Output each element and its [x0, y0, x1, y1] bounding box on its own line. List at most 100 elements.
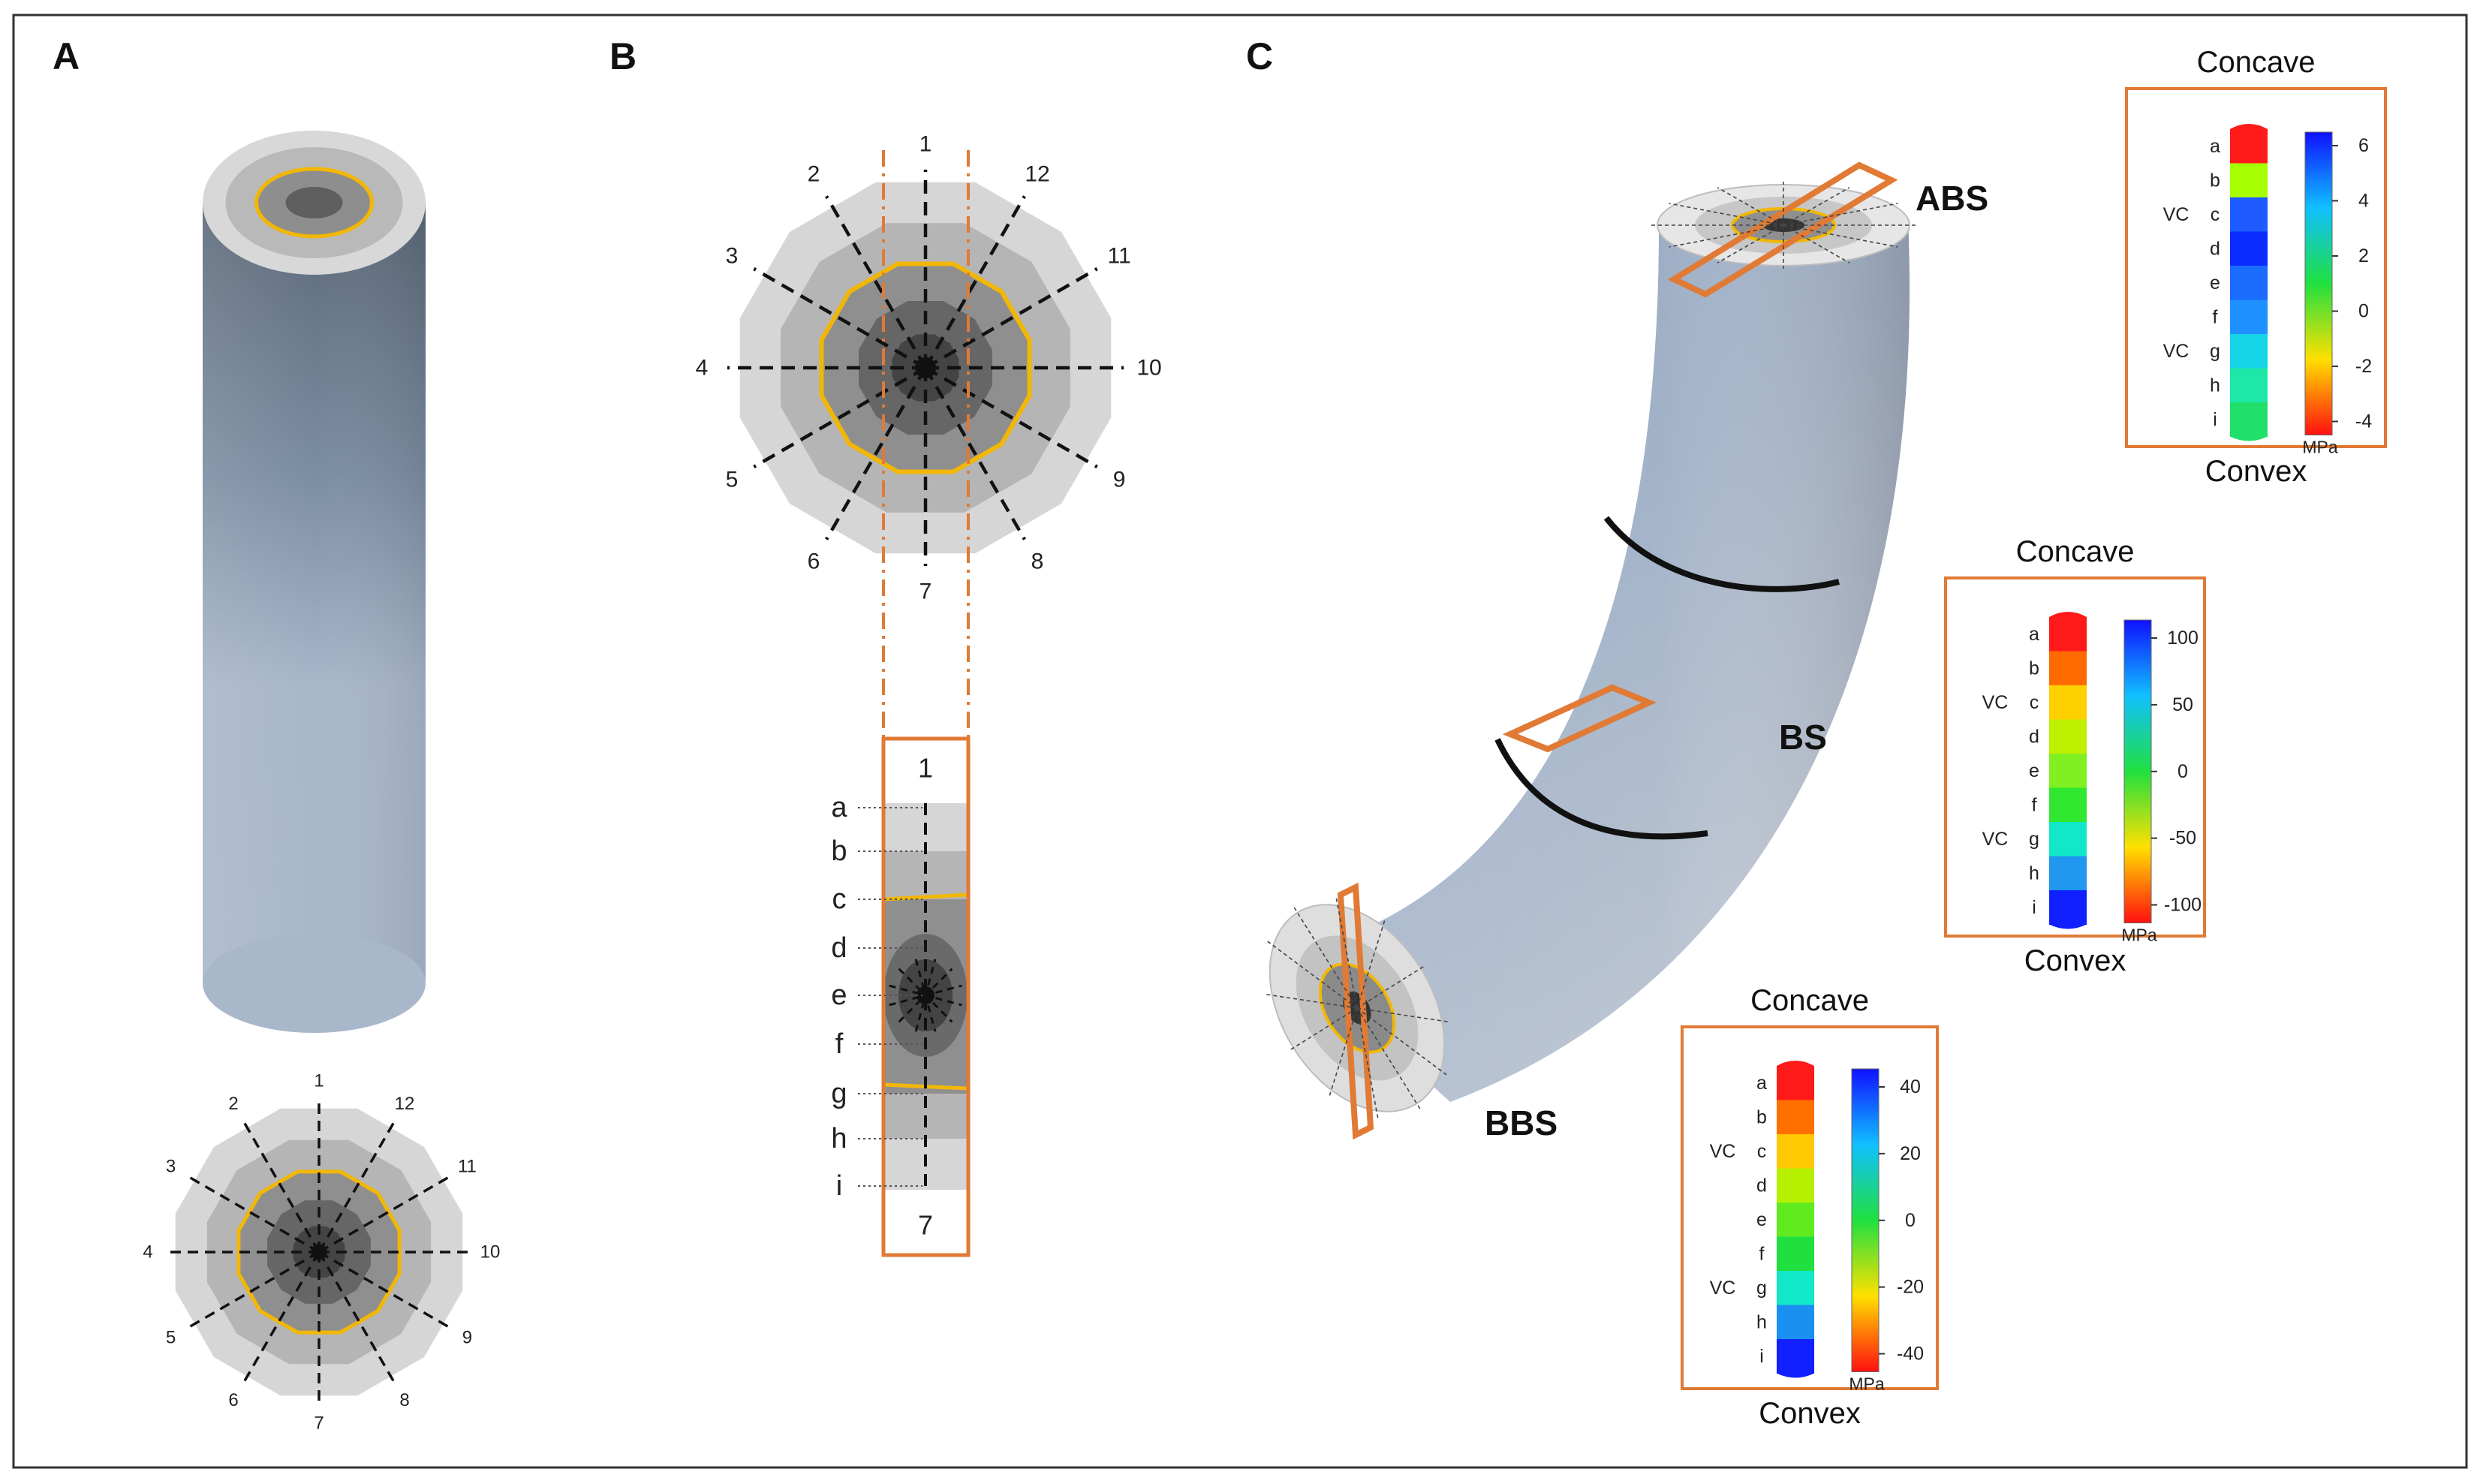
legend-row-label-c: c: [1757, 1141, 1767, 1162]
legend-vc-label: VC: [2163, 341, 2190, 362]
spoke-line-11: [924, 267, 1098, 369]
legend-cell-g: [1777, 1271, 1814, 1305]
legend-cap-top: [2049, 612, 2087, 617]
figure-frame: [12, 14, 2468, 1469]
spoke-line-3: [753, 267, 927, 369]
bbs-spoke-marks: [1266, 898, 1449, 1118]
legend-cell-g: [2230, 334, 2268, 369]
spoke-label-2: 2: [808, 161, 820, 186]
spoke-label-6: 6: [808, 549, 820, 574]
spoke-label-4: 4: [143, 1242, 152, 1263]
spoke-label-1: 1: [919, 132, 932, 157]
end-spoke: [1266, 993, 1358, 1009]
strip-row-label-e: e: [831, 980, 847, 1011]
spoke-line-5: [753, 366, 927, 468]
strip-row-label-c: c: [832, 883, 847, 915]
strip-row-label-g: g: [831, 1078, 847, 1109]
legend-title-convex: Convex: [2205, 455, 2307, 488]
spoke-label-9: 9: [462, 1328, 472, 1348]
legend-row-label-b: b: [1756, 1106, 1767, 1127]
legend-cell-d: [2230, 231, 2268, 266]
spoke-label-11: 11: [458, 1157, 477, 1177]
end-spoke: [1356, 1007, 1449, 1023]
legend-vc-label: VC: [2163, 204, 2190, 225]
legend-tick-label: 2: [2358, 245, 2369, 266]
bent-tube: [1269, 161, 1910, 1140]
legend-colorbar: [2123, 619, 2152, 923]
spoke-line-12: [924, 195, 1026, 369]
segment-label-abs: ABS: [1916, 179, 1988, 218]
legend-row-label-h: h: [1756, 1311, 1767, 1332]
legend-row-label-i: i: [2032, 897, 2036, 918]
end-spoke: [1783, 203, 1898, 226]
spoke-line-6: [825, 366, 927, 540]
legend-row-label-d: d: [2029, 726, 2039, 747]
legend-title-convex: Convex: [2024, 944, 2126, 977]
legend-row-label-g: g: [1756, 1278, 1767, 1299]
legend-cell-d: [2049, 719, 2087, 754]
legend-colorbar: [1851, 1068, 1880, 1372]
legend-tick-label: -2: [2355, 356, 2372, 377]
strip-row-label-a: a: [831, 792, 847, 823]
legend-row-label-f: f: [2032, 794, 2037, 815]
legend-cell-h: [2230, 368, 2268, 403]
spoke-label-3: 3: [166, 1157, 176, 1177]
legend-cell-h: [2049, 856, 2087, 891]
legend-row-label-b: b: [2029, 658, 2039, 679]
legend-cell-a: [1777, 1066, 1814, 1100]
straight-tube: [203, 131, 426, 1033]
legend-cell-a: [2230, 129, 2268, 164]
legend-row-label-b: b: [2210, 170, 2220, 191]
legend-row-label-h: h: [2029, 862, 2039, 883]
legend-cell-b: [1777, 1100, 1814, 1135]
legend-unit: MPa: [1849, 1374, 1885, 1394]
legend-row-label-a: a: [2029, 624, 2039, 645]
legend-row-label-d: d: [2210, 238, 2220, 259]
strip-wall-upper: [883, 893, 968, 902]
legend-cap-bottom: [2049, 924, 2087, 929]
legend-row-label-f: f: [1759, 1243, 1765, 1264]
strip-frame: [881, 736, 971, 1257]
spoke-line-5: [186, 1251, 320, 1330]
spoke-line-8: [924, 366, 1026, 540]
legend-tick-label: 0: [1905, 1210, 1916, 1231]
legend-cell-b: [2230, 163, 2268, 198]
legend-tick-label: 100: [2167, 628, 2199, 649]
legend-cell-i: [2230, 402, 2268, 437]
spoke-line-3: [186, 1174, 320, 1254]
legend-tick-label: -50: [2169, 828, 2196, 849]
spoke-label-10: 10: [480, 1242, 501, 1263]
legend-row-label-g: g: [2029, 829, 2039, 850]
spoke-label-8: 8: [399, 1390, 409, 1410]
end-spoke: [1783, 224, 1850, 263]
legend-bs: ConcaveConvexabcVCdefgVChi100500-50-100M…: [1944, 535, 2206, 977]
strip-row-label-d: d: [831, 932, 847, 964]
legend-cap-top: [1777, 1061, 1814, 1066]
legend-row-label-d: d: [1756, 1175, 1767, 1196]
end-spoke: [1783, 224, 1898, 248]
spoke-line-11: [318, 1174, 452, 1254]
strip-row-label-h: h: [831, 1123, 847, 1154]
legend-tick-label: 20: [1900, 1143, 1921, 1164]
end-spoke: [1717, 187, 1784, 226]
legend-cell-c: [1777, 1134, 1814, 1169]
legend-tick-label: 4: [2358, 191, 2369, 212]
legend-title-concave: Concave: [2197, 46, 2316, 79]
panel-label-a: A: [53, 35, 80, 77]
legend-row-label-a: a: [1756, 1073, 1767, 1094]
strip-bottom-label: 7: [918, 1210, 933, 1241]
legend-tick-label: 40: [1900, 1076, 1921, 1097]
legend-row-label-c: c: [2211, 204, 2220, 225]
legend-cell-e: [1777, 1203, 1814, 1237]
legend-tick-label: -100: [2164, 895, 2202, 916]
strip-center: [916, 986, 935, 1004]
spoke-label-7: 7: [919, 579, 932, 604]
legend-tick-label: 50: [2172, 694, 2193, 715]
legend-row-label-i: i: [1759, 1346, 1764, 1367]
end-spoke: [1669, 224, 1784, 248]
legend-cell-c: [2049, 685, 2087, 720]
legend-frame: [2125, 87, 2387, 448]
spoke-label-12: 12: [395, 1094, 415, 1114]
legend-tick-label: 0: [2178, 761, 2188, 782]
